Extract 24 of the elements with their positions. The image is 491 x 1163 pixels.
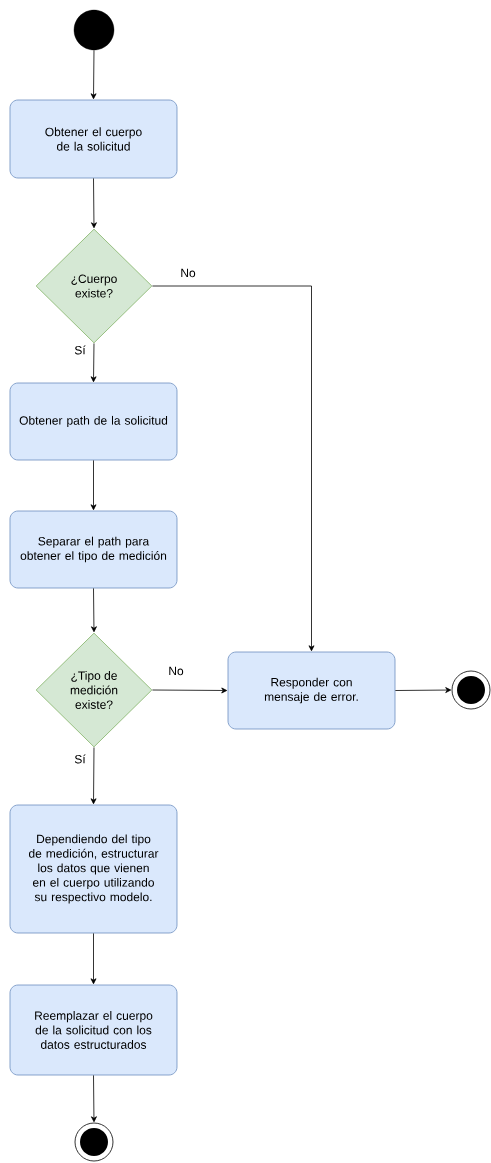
arrow bbox=[395, 687, 452, 693]
arrow bbox=[90, 343, 97, 383]
arrow bbox=[90, 933, 97, 985]
action-box: Obtener el cuerpo de la solicitud bbox=[9, 99, 178, 179]
arrow bbox=[152, 285, 315, 652]
action-box: Dependiendo del tipo de medición, estructurar los datos que vienen en el cuerpo utilizando su respectivo modelo. bbox=[9, 804, 178, 934]
action-box: Obtener path de la solicitud bbox=[9, 382, 178, 461]
arrow bbox=[91, 1075, 97, 1123]
arrow bbox=[90, 747, 97, 805]
edge-label: Sí bbox=[73, 753, 87, 765]
start-circle bbox=[73, 9, 115, 51]
edge-label: Sí bbox=[73, 344, 87, 356]
end-circle bbox=[451, 670, 491, 710]
edge-label: No bbox=[179, 267, 197, 279]
edge-label: No bbox=[167, 665, 185, 677]
arrow bbox=[91, 588, 97, 633]
action-box: Separar el path para obtener el tipo de medición bbox=[9, 510, 178, 589]
arrow bbox=[90, 460, 97, 511]
arrow bbox=[152, 687, 228, 694]
end-circle bbox=[74, 1122, 114, 1162]
arrow bbox=[90, 49, 97, 100]
action-box: Responder con mensaje de error. bbox=[227, 651, 396, 730]
action-box: Reemplazar el cuerpo de la solicitud con los datos estructurados bbox=[9, 984, 178, 1076]
arrow bbox=[91, 178, 97, 229]
